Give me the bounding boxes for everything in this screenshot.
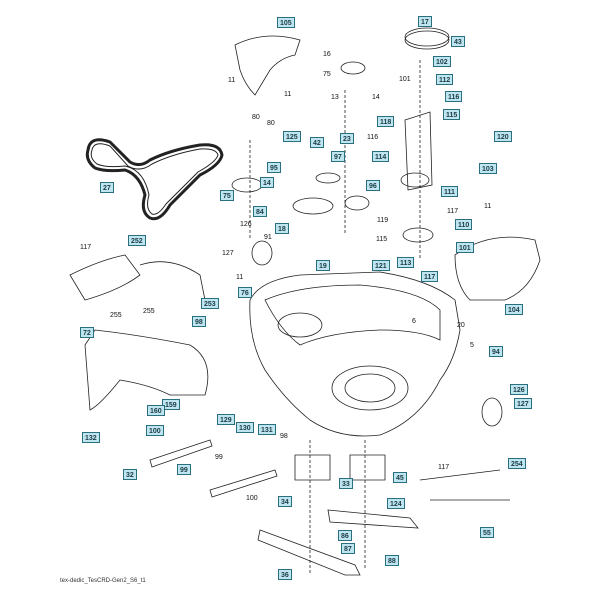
ref-tag-17[interactable]: 17 bbox=[418, 16, 432, 27]
ref-tag-76[interactable]: 76 bbox=[238, 287, 252, 298]
ref-tag-255[interactable]: 55 bbox=[480, 527, 494, 538]
ref-tag-160[interactable]: 160 bbox=[147, 405, 165, 416]
ref-tag-72[interactable]: 72 bbox=[80, 327, 94, 338]
ref-tag-27[interactable]: 27 bbox=[100, 182, 114, 193]
ref-tag-103[interactable]: 103 bbox=[479, 163, 497, 174]
ref-tag-112[interactable]: 112 bbox=[436, 74, 454, 85]
ref-tag-96[interactable]: 96 bbox=[366, 180, 380, 191]
ref-tag-23[interactable]: 23 bbox=[340, 133, 354, 144]
callout-11b: 11 bbox=[284, 91, 292, 98]
callout-101: 101 bbox=[399, 76, 411, 83]
ref-tag-84[interactable]: 84 bbox=[253, 206, 267, 217]
ref-tag-114[interactable]: 114 bbox=[372, 151, 390, 162]
callout-5: 5 bbox=[470, 342, 474, 349]
callout-16: 16 bbox=[323, 51, 331, 58]
ref-tag-117a[interactable]: 117 bbox=[421, 271, 439, 282]
ref-tag-95[interactable]: 95 bbox=[267, 162, 281, 173]
callout-100: 100 bbox=[246, 495, 258, 502]
ref-tag-105[interactable]: 105 bbox=[277, 17, 295, 28]
ref-tag-75[interactable]: 75 bbox=[220, 190, 234, 201]
callout-11c: 11 bbox=[236, 274, 244, 281]
ref-tag-124[interactable]: 124 bbox=[387, 498, 405, 509]
ref-tag-127[interactable]: 127 bbox=[514, 398, 532, 409]
callout-117b: 117 bbox=[447, 208, 459, 215]
callout-117: 117 bbox=[80, 244, 92, 251]
callout-91: 91 bbox=[264, 234, 272, 241]
ref-tag-116[interactable]: 116 bbox=[445, 91, 463, 102]
ref-tag-102[interactable]: 102 bbox=[433, 56, 451, 67]
ref-tag-126[interactable]: 126 bbox=[510, 384, 528, 395]
ref-tag-130[interactable]: 130 bbox=[236, 422, 254, 433]
ref-tag-36[interactable]: 36 bbox=[278, 569, 292, 580]
ref-tag-14[interactable]: 14 bbox=[260, 177, 274, 188]
callout-128: 126 bbox=[240, 221, 252, 228]
ref-tag-113[interactable]: 113 bbox=[397, 257, 415, 268]
ref-tag-131[interactable]: 131 bbox=[258, 424, 276, 435]
callout-99: 99 bbox=[215, 454, 223, 461]
callout-115: 115 bbox=[376, 236, 388, 243]
callout-11d: 11 bbox=[484, 203, 492, 210]
callout-13: 13 bbox=[331, 94, 339, 101]
callout-75: 75 bbox=[323, 71, 331, 78]
ref-tag-33[interactable]: 33 bbox=[339, 478, 353, 489]
ref-tag-253[interactable]: 253 bbox=[201, 298, 219, 309]
callout-11: 11 bbox=[228, 77, 236, 84]
callout-127: 127 bbox=[222, 250, 234, 257]
ref-tag-34[interactable]: 34 bbox=[278, 496, 292, 507]
ref-tag-43[interactable]: 43 bbox=[451, 36, 465, 47]
ref-tag-121[interactable]: 121 bbox=[372, 260, 390, 271]
ref-tag-42[interactable]: 42 bbox=[310, 137, 324, 148]
ref-tag-252[interactable]: 252 bbox=[128, 235, 146, 246]
callout-6: 6 bbox=[412, 318, 416, 325]
ref-tag-125[interactable]: 125 bbox=[283, 131, 301, 142]
ref-tag-101[interactable]: 101 bbox=[456, 242, 474, 253]
callout-116: 116 bbox=[367, 134, 379, 141]
ref-tag-100a[interactable]: 100 bbox=[146, 425, 164, 436]
ref-tag-88[interactable]: 88 bbox=[385, 555, 399, 566]
ref-tag-87[interactable]: 87 bbox=[341, 543, 355, 554]
ref-tag-118a[interactable]: 118 bbox=[377, 116, 395, 127]
callout-14: 14 bbox=[372, 94, 380, 101]
callout-80: 80 bbox=[252, 114, 260, 121]
ref-tag-94[interactable]: 94 bbox=[489, 346, 503, 357]
callout-20: 20 bbox=[457, 322, 465, 329]
ref-tag-159[interactable]: 159 bbox=[162, 399, 180, 410]
callout-255b: 255 bbox=[143, 308, 155, 315]
blade-right-drawing bbox=[327, 509, 419, 529]
ref-tag-19[interactable]: 19 bbox=[316, 260, 330, 271]
ref-tag-115[interactable]: 115 bbox=[443, 109, 461, 120]
ref-tag-254[interactable]: 254 bbox=[508, 458, 526, 469]
ref-tag-86[interactable]: 86 bbox=[338, 530, 352, 541]
callout-80b: 80 bbox=[267, 120, 275, 127]
callout-255: 255 bbox=[110, 312, 122, 319]
ref-tag-98[interactable]: 98 bbox=[192, 316, 206, 327]
deck-drawing bbox=[249, 271, 461, 437]
ref-tag-132[interactable]: 132 bbox=[82, 432, 100, 443]
drawing-id: tex-dedic_TesCRD-Gen2_S6_t1 bbox=[60, 578, 146, 584]
ref-tag-129[interactable]: 129 bbox=[217, 414, 235, 425]
ref-tag-111[interactable]: 111 bbox=[441, 186, 458, 197]
ref-tag-18[interactable]: 18 bbox=[275, 223, 289, 234]
ref-tag-104[interactable]: 104 bbox=[505, 304, 523, 315]
blade-left-drawing bbox=[257, 529, 361, 576]
ref-tag-97[interactable]: 97 bbox=[331, 151, 345, 162]
callout-98: 98 bbox=[280, 433, 288, 440]
ref-tag-110[interactable]: 110 bbox=[455, 219, 473, 230]
ref-tag-120[interactable]: 120 bbox=[494, 131, 512, 142]
callout-119: 119 bbox=[377, 217, 389, 224]
ref-tag-32[interactable]: 32 bbox=[123, 469, 137, 480]
ref-tag-45[interactable]: 45 bbox=[393, 472, 407, 483]
callout-117c: 117 bbox=[438, 464, 450, 471]
belt-drawing bbox=[85, 138, 224, 221]
ref-tag-99[interactable]: 99 bbox=[177, 464, 191, 475]
